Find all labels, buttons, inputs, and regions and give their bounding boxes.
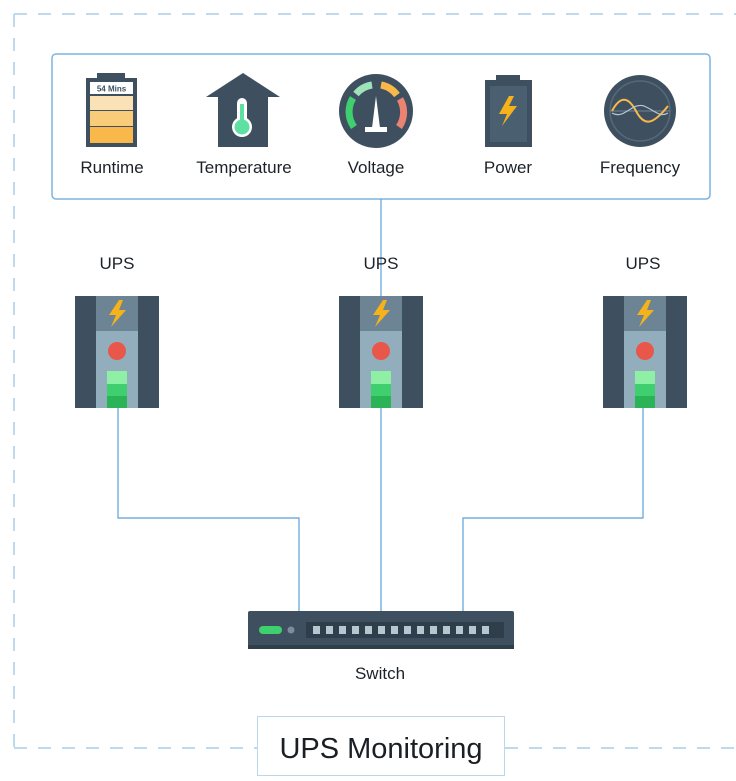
connector-lines (117, 199, 644, 611)
frequency-label: Frequency (599, 158, 681, 177)
temperature-label: Temperature (196, 158, 292, 177)
battery-icon: 54 Mins (86, 73, 137, 147)
battery-runtime-text: 54 Mins (97, 85, 127, 94)
thermometer-house-icon (206, 73, 280, 147)
dashed-frame (13, 13, 736, 749)
frame-title: UPS Monitoring (257, 716, 505, 776)
sine-wave-icon (604, 75, 676, 147)
ups-unit-icon-center (339, 296, 423, 408)
switch-label: Switch (354, 664, 406, 683)
power-label: Power (483, 158, 533, 177)
switch-ports (313, 626, 489, 634)
battery-bolt-icon (485, 75, 532, 147)
ups-label-center: UPS (363, 254, 399, 273)
gauge-icon (339, 74, 413, 148)
runtime-label: Runtime (80, 158, 144, 177)
right-ups-connector (462, 408, 644, 611)
ups-unit-icon-right (603, 296, 687, 408)
ups-label-right: UPS (625, 254, 661, 273)
ups-unit-icon-left (75, 296, 159, 408)
ups-label-left: UPS (99, 254, 135, 273)
voltage-label: Voltage (347, 158, 405, 177)
network-switch-icon (248, 611, 514, 649)
left-ups-connector (117, 408, 300, 611)
